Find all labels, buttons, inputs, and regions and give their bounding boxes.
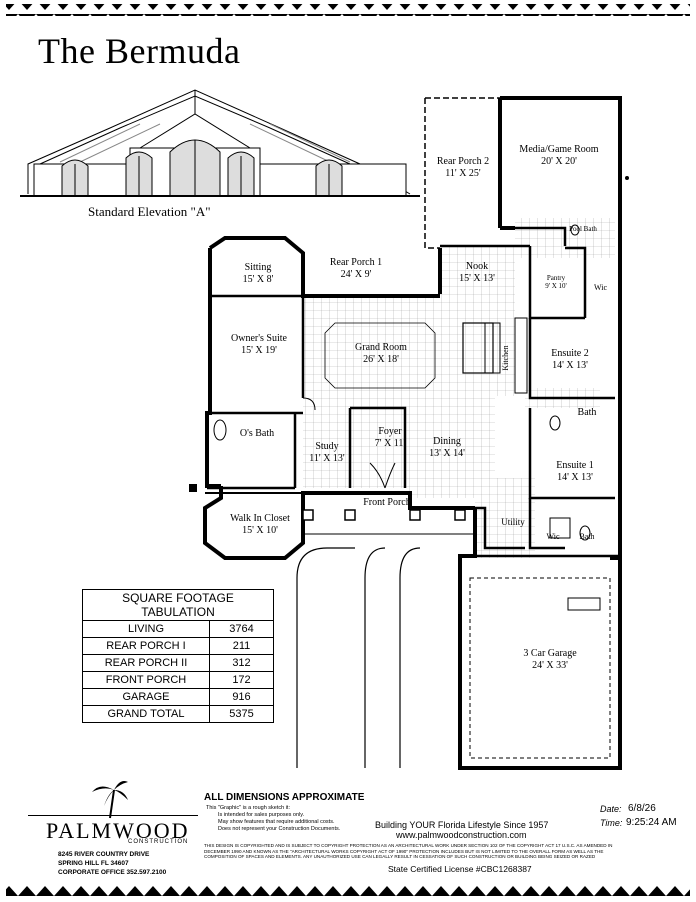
floor-plan bbox=[189, 96, 629, 770]
legal-notice: THIS DESIGN IS COPYRIGHTED AND IS SUBJEC… bbox=[204, 843, 613, 860]
date-label: Date: bbox=[600, 804, 622, 814]
time-value: 9:25:24 AM bbox=[626, 817, 677, 828]
note-line: This "Graphic" is a rough sketch it: bbox=[206, 805, 290, 811]
address-line-1: 8245 RIVER COUNTRY DRIVE bbox=[58, 851, 150, 858]
room-os-bath: O's Bath bbox=[239, 428, 275, 439]
tagline: Building YOUR Florida Lifestyle Since 19… bbox=[375, 820, 549, 830]
room-utility: Utility bbox=[501, 517, 525, 527]
date-value: 6/8/26 bbox=[628, 803, 656, 814]
palm-logo-icon bbox=[92, 781, 128, 819]
room-wic-bottom: Wic bbox=[546, 532, 560, 541]
note-line: Does not represent your Construction Doc… bbox=[218, 826, 341, 832]
address-line-2: SPRING HILL FL 34607 bbox=[58, 860, 129, 867]
room-wic-top: Wic bbox=[593, 283, 607, 292]
room-pool-bath: Pool Bath bbox=[569, 225, 597, 233]
sqft-header: SQUARE FOOTAGE TABULATION bbox=[82, 589, 274, 621]
website-link[interactable]: www.palmwoodconstruction.com bbox=[396, 830, 527, 840]
room-front-porch: Front Porch bbox=[363, 497, 411, 508]
license-number: State Certified License #CBC1268387 bbox=[388, 864, 532, 874]
address-line-3: CORPORATE OFFICE 352.597.2100 bbox=[58, 869, 167, 876]
time-label: Time: bbox=[600, 818, 623, 828]
note-line: Is intended for sales purposes only. bbox=[218, 812, 305, 818]
dims-heading: ALL DIMENSIONS APPROXIMATE bbox=[204, 792, 365, 803]
elevation-drawing bbox=[20, 89, 420, 197]
page-title: The Bermuda bbox=[38, 31, 241, 71]
brand-rule bbox=[28, 815, 198, 816]
room-bath: Bath bbox=[577, 407, 597, 418]
room-bath-bottom: Bath bbox=[579, 532, 595, 541]
room-kitchen: Kitchen bbox=[501, 345, 510, 371]
brand-name: PALMWOOD bbox=[46, 818, 190, 843]
elevation-caption: Standard Elevation "A" bbox=[88, 204, 211, 219]
brand-subtitle: CONSTRUCTION bbox=[128, 839, 189, 845]
note-line: May show features that require additiona… bbox=[218, 819, 335, 825]
